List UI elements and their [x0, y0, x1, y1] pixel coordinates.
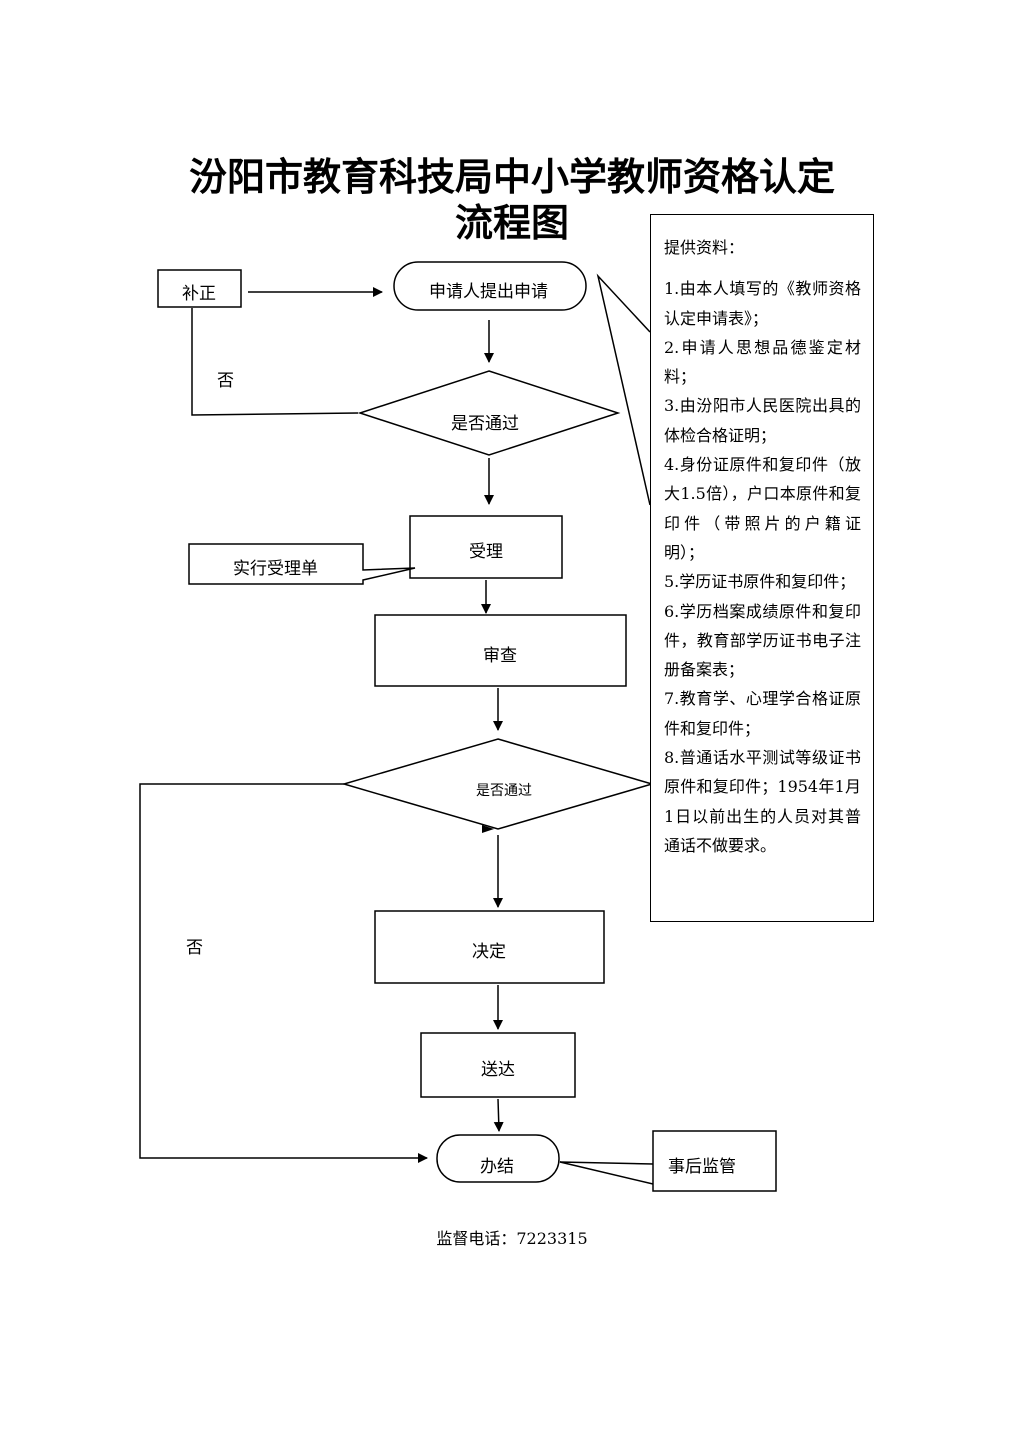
review-box [374, 614, 627, 687]
accept-label: 受理 [469, 542, 503, 562]
materials-item: 6.学历档案成绩原件和复印件，教育部学历证书电子注册备案表； [664, 601, 861, 680]
supervision-pointer [559, 1161, 654, 1185]
materials-pointer [596, 273, 651, 506]
check2-diamond [341, 738, 655, 830]
apply-label: 申请人提出申请 [429, 282, 548, 302]
check1-label: 是否通过 [451, 414, 519, 434]
arrowhead-mark [482, 825, 494, 833]
materials-item: 2.申请人思想品德鉴定材料； [664, 337, 861, 387]
post-supervision-label: 事后监管 [668, 1157, 736, 1177]
materials-item: 8.普通话水平测试等级证书原件和复印件；1954年1月1日以前出生的人员对其普通… [664, 748, 861, 855]
deliver-label: 送达 [481, 1060, 515, 1080]
materials-item: 1.由本人填写的《教师资格认定申请表》； [664, 279, 861, 328]
no-label-lower: 否 [186, 938, 203, 958]
supplement-box [157, 269, 242, 308]
check1-diamond [357, 370, 621, 456]
edge-deliver-complete [493, 1098, 504, 1132]
accept-slip-label: 实行受理单 [233, 559, 318, 579]
materials-heading: 提供资料： [664, 238, 745, 257]
materials-item: 5.学历证书原件和复印件； [664, 572, 856, 592]
materials-item: 7.教育学、心理学合格证原件和复印件； [664, 689, 861, 738]
complete-label: 办结 [480, 1157, 514, 1177]
decide-label: 决定 [472, 942, 506, 962]
edge-check2-no [139, 783, 428, 1163]
supplement-label: 补正 [182, 284, 216, 304]
complete-terminal [436, 1134, 560, 1183]
materials-item: 3.由汾阳市人民医院出具的体检合格证明； [664, 396, 861, 445]
apply-terminal [393, 261, 587, 311]
page-subtitle: 流程图 [454, 200, 569, 245]
edge-check1-no [191, 308, 359, 416]
materials-note: 提供资料： 1.由本人填写的《教师资格认定申请表》； 2.申请人思想品德鉴定材料… [650, 214, 874, 922]
check2-label: 是否通过 [476, 783, 532, 799]
no-label-upper: 否 [217, 371, 234, 391]
materials-item: 4.身份证原件和复印件（放大1.5倍），户口本原件和复印件（带照片的户籍证明）； [664, 455, 861, 562]
decide-box [374, 910, 605, 984]
accept-box [409, 515, 563, 579]
accept-slip-callout [188, 543, 416, 585]
deliver-box [420, 1032, 576, 1098]
review-label: 审查 [483, 646, 517, 666]
page-title: 汾阳市教育科技局中小学教师资格认定 [188, 154, 835, 199]
supervision-phone: 监督电话：7223315 [436, 1229, 588, 1248]
post-supervision-box [652, 1130, 777, 1192]
